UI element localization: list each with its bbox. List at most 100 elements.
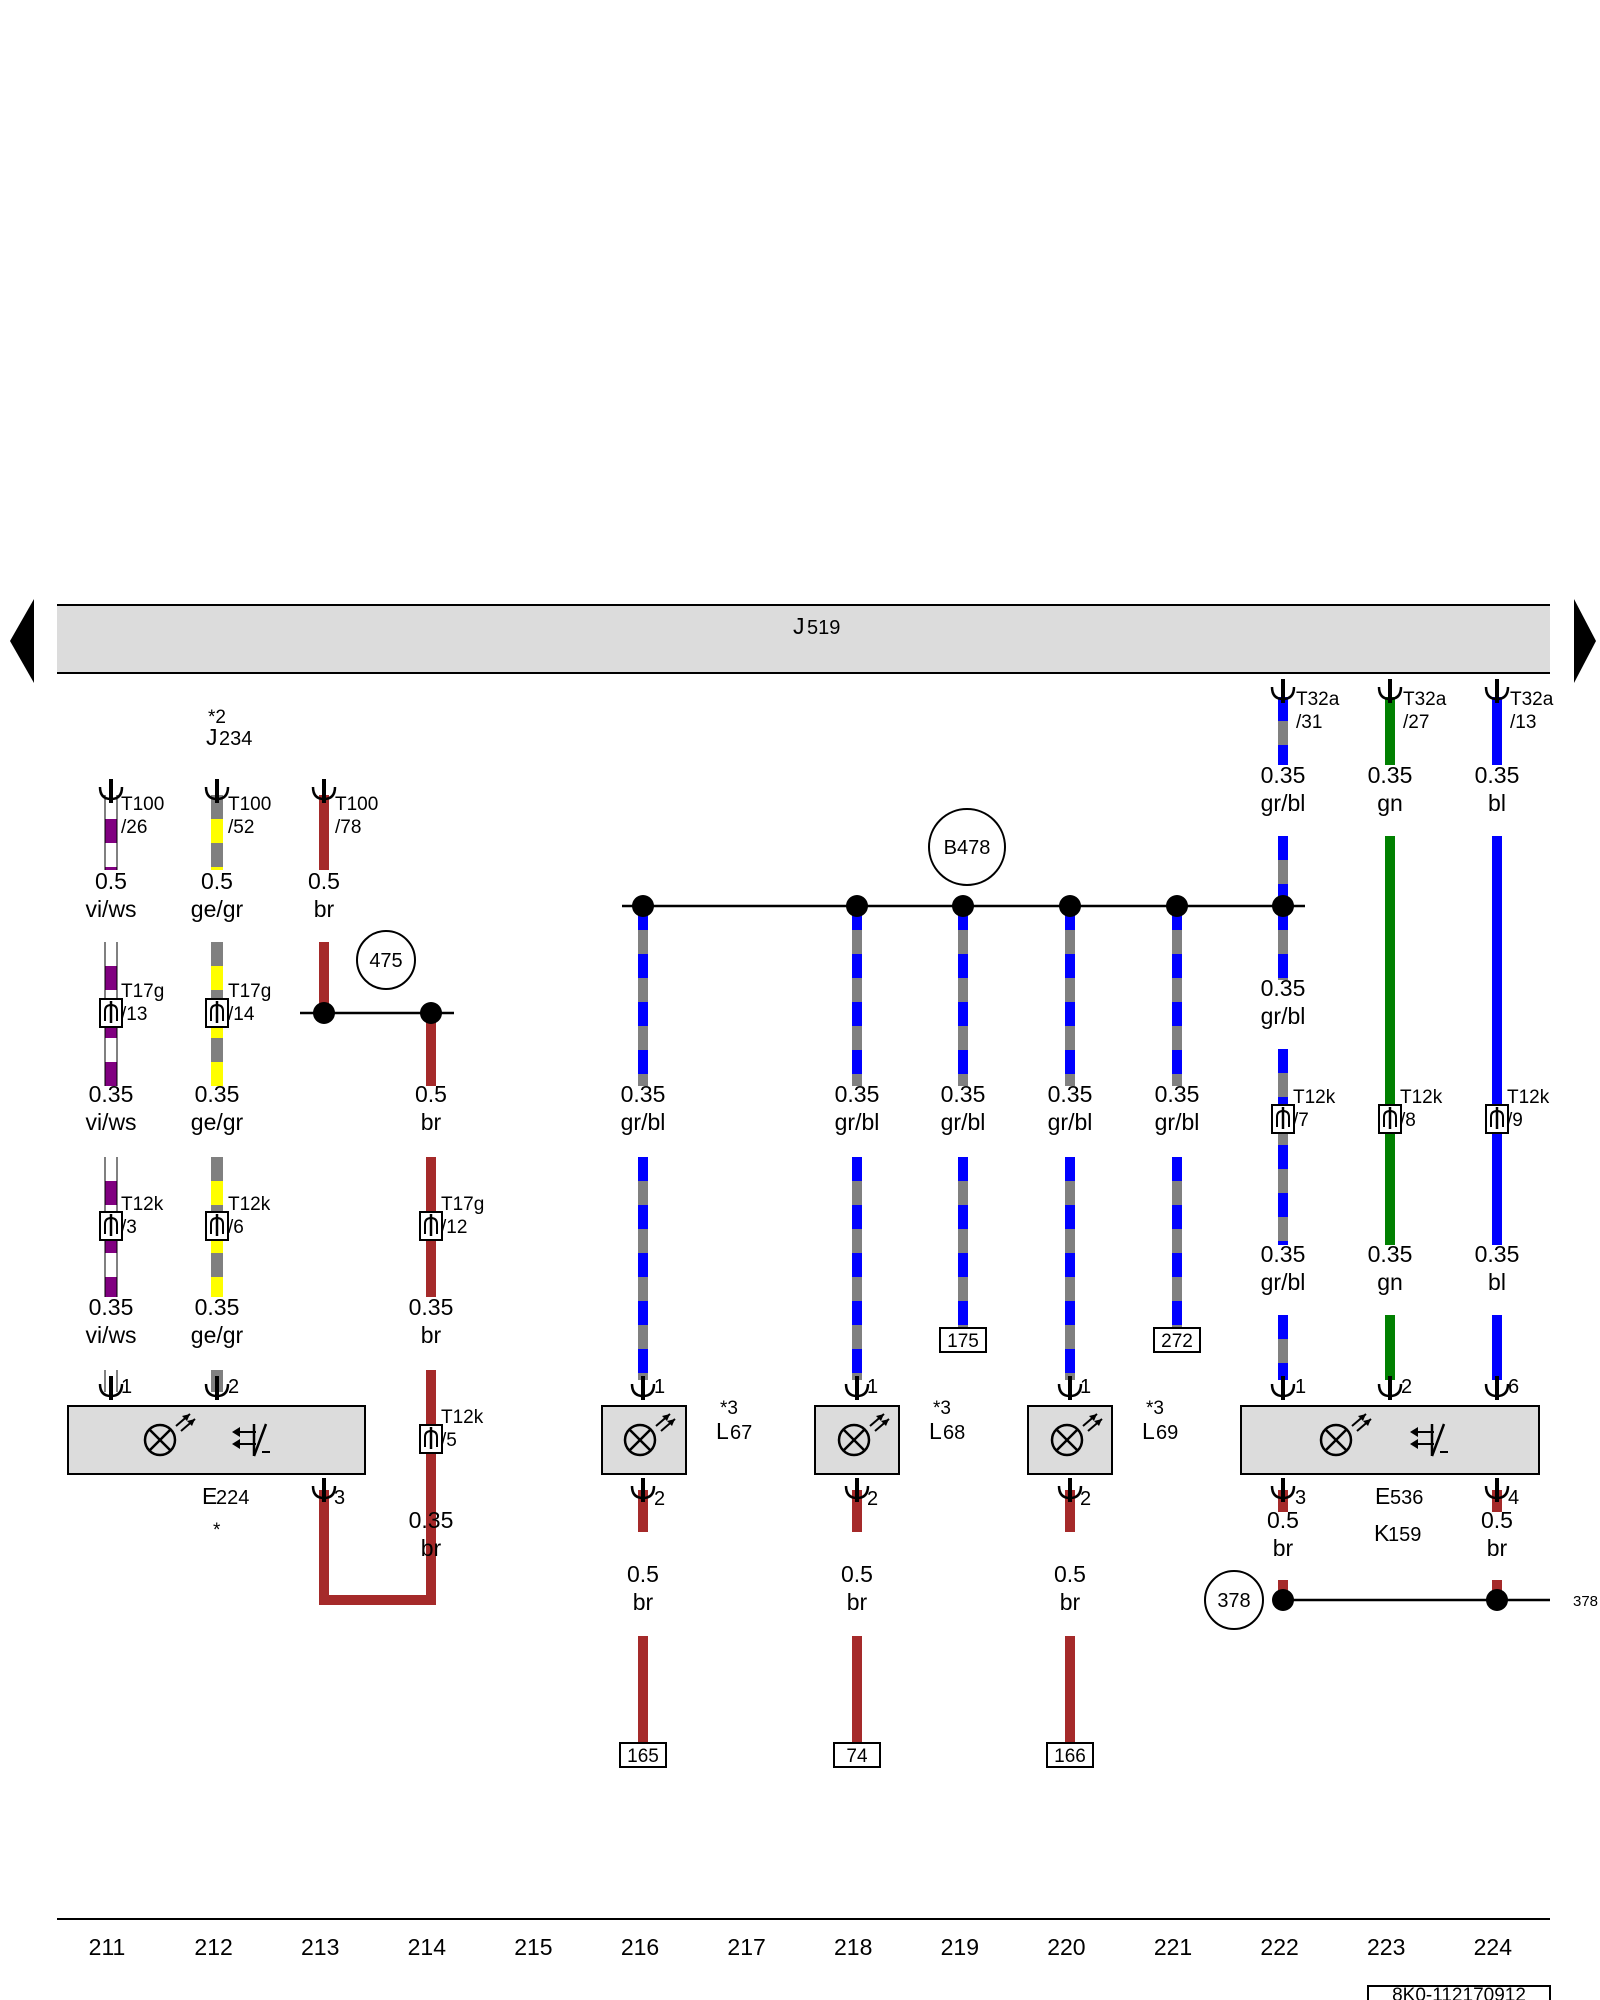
- svg-text:2: 2: [654, 1488, 665, 1510]
- inline-connector-icon: [205, 998, 229, 1028]
- column-number-217: 217: [727, 1934, 765, 1960]
- relay-marker: *2: [208, 707, 226, 728]
- svg-text:L: L: [1142, 1418, 1155, 1444]
- inline-connector-icon: [1271, 1104, 1295, 1134]
- wire-color-label: br: [421, 1322, 442, 1348]
- reference-box-272: 272: [1153, 1327, 1201, 1353]
- svg-text:1: 1: [654, 1376, 665, 1398]
- column-number-221: 221: [1154, 1934, 1192, 1960]
- inline-connector-icon: [1378, 1104, 1402, 1134]
- svg-text:6: 6: [1508, 1376, 1519, 1398]
- junction-dot: [846, 895, 868, 917]
- column-number-223: 223: [1367, 1934, 1405, 1960]
- component-e224: E 224 * 1 2 3: [67, 1376, 366, 1541]
- connector-pin-label: /7: [1293, 1110, 1309, 1131]
- connector-pin-icon: [1057, 1478, 1083, 1502]
- wire-size-label: 0.5: [1481, 1507, 1513, 1533]
- svg-text:E: E: [1375, 1483, 1390, 1509]
- column-number-219: 219: [941, 1934, 979, 1960]
- wire-color-label: br: [314, 896, 335, 922]
- ground-point-475: 475: [356, 930, 416, 990]
- wire-size-label: 0.35: [1368, 762, 1413, 788]
- connector-pin-icon: [1484, 679, 1510, 703]
- connector-pin-icon: [1270, 679, 1296, 703]
- wire-br-loop: [319, 1490, 436, 1605]
- svg-text:3: 3: [334, 1487, 345, 1509]
- connector-pin-label: /52: [228, 817, 254, 838]
- svg-text:*3: *3: [1146, 1398, 1164, 1419]
- svg-text:69: 69: [1156, 1422, 1178, 1444]
- connector-pin-icon: [1270, 1376, 1296, 1400]
- lamp-icon: [837, 1413, 890, 1457]
- svg-text:L: L: [716, 1418, 729, 1444]
- connector-name-label: T12k: [1293, 1087, 1336, 1108]
- nav-left-arrow-icon[interactable]: [10, 599, 34, 683]
- inline-connector-icon: [205, 1211, 229, 1241]
- connector-pin-label: /8: [1400, 1110, 1416, 1131]
- connector-pin-icon: [1270, 1478, 1296, 1502]
- connector-pin-icon: [630, 1376, 656, 1400]
- connector-pin-label: /31: [1296, 712, 1322, 733]
- adjuster-switch-icon: [1410, 1423, 1448, 1457]
- wire-color-label: gr/bl: [1261, 1269, 1306, 1295]
- wire-size-label: 0.5: [1267, 1507, 1299, 1533]
- column-number-215: 215: [514, 1934, 552, 1960]
- wire-size-label: 0.5: [95, 868, 127, 894]
- connector-name-label: T32a: [1296, 689, 1340, 710]
- wire-color-label: br: [1487, 1535, 1508, 1561]
- wire-color-label: ge/gr: [191, 1109, 244, 1135]
- svg-text:2: 2: [1401, 1376, 1412, 1398]
- wire-color-label: br: [1060, 1589, 1081, 1615]
- connector-name-label: T17g: [121, 981, 164, 1002]
- lamp-icon: [1319, 1413, 1372, 1457]
- junction-dot: [1272, 895, 1294, 917]
- component-l68: *3 L 68 1 2: [814, 1376, 965, 1510]
- wire-size-label: 0.35: [941, 1081, 986, 1107]
- wire-color-label: gr/bl: [1155, 1109, 1200, 1135]
- wire-color-label: gr/bl: [835, 1109, 880, 1135]
- connector-name-label: T12k: [1400, 1087, 1443, 1108]
- connector-pin-icon: [1057, 1376, 1083, 1400]
- connector-name-label: T12k: [121, 1194, 164, 1215]
- junctions-layer: [313, 895, 1508, 1611]
- column-number-214: 214: [408, 1934, 447, 1960]
- connector-pin-icon: [204, 779, 230, 803]
- part-number-box: 8K0-112170912: [1367, 1985, 1551, 2000]
- connector-name-label: T32a: [1403, 689, 1447, 710]
- connector-name-label: T12k: [1507, 1087, 1550, 1108]
- wire-color-label: gr/bl: [1261, 790, 1306, 816]
- nav-right-arrow-icon[interactable]: [1574, 599, 1596, 683]
- wire-color-label: br: [421, 1109, 442, 1135]
- connector-pin-label: /13: [1510, 712, 1536, 733]
- wire-color-label: vi/ws: [85, 1322, 136, 1348]
- svg-text:4: 4: [1508, 1487, 1519, 1509]
- column-number-211: 211: [89, 1934, 126, 1960]
- connector-name-label: T100: [228, 794, 271, 815]
- junction-dot: [952, 895, 974, 917]
- reference-box-74: 74: [833, 1742, 881, 1768]
- junction-dot: [1166, 895, 1188, 917]
- connector-pin-label: /14: [228, 1004, 255, 1025]
- wire-size-label: 0.35: [621, 1081, 666, 1107]
- wire-size-label: 0.5: [308, 868, 340, 894]
- wire-size-label: 0.35: [1048, 1081, 1093, 1107]
- wire-size-label: 0.5: [415, 1081, 447, 1107]
- wire-size-label: 0.5: [841, 1561, 873, 1587]
- connector-name-label: T17g: [441, 1194, 484, 1215]
- svg-text:1: 1: [121, 1376, 132, 1398]
- svg-text:1: 1: [867, 1376, 878, 1398]
- junction-dot: [1272, 1589, 1294, 1611]
- column-number-213: 213: [301, 1934, 339, 1960]
- connector-pin-icon: [1377, 1376, 1403, 1400]
- control-unit-code: J: [793, 613, 805, 639]
- lamp-icon: [1050, 1413, 1103, 1457]
- connector-pin-icon: [311, 779, 337, 803]
- inline-connector-icon: [419, 1211, 443, 1241]
- connector-pin-label: /26: [121, 817, 147, 838]
- wire-size-label: 0.35: [835, 1081, 880, 1107]
- svg-text:165: 165: [627, 1746, 659, 1767]
- connector-pin-label: /27: [1403, 712, 1429, 733]
- wire-color-label: br: [1273, 1535, 1294, 1561]
- wire-color-label: br: [421, 1535, 442, 1561]
- wire-size-label: 0.5: [201, 868, 233, 894]
